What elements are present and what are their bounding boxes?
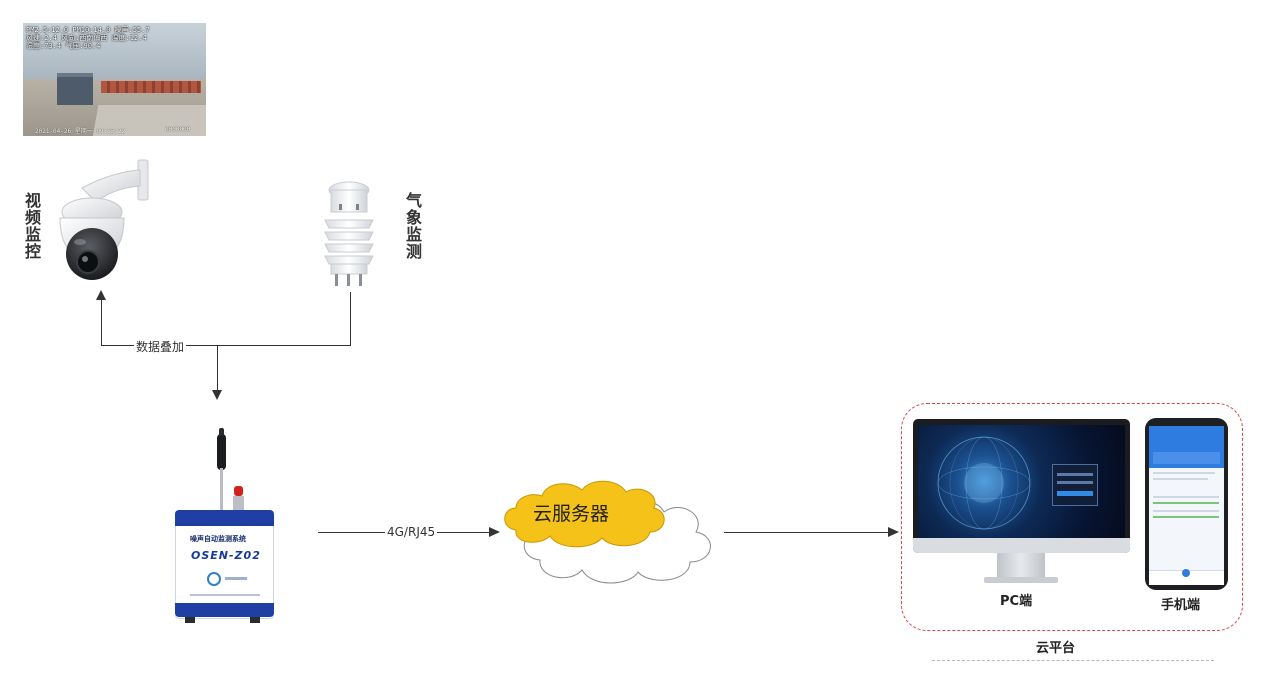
snapshot-overlay-line-3: 湿度:73.4 气压:90.4 [26, 42, 101, 50]
device-logo-text-bar [225, 577, 247, 580]
device-title: 噪声自动监测系统 [190, 535, 246, 543]
cloud-server-icon [504, 480, 711, 584]
pc-login-panel [1052, 464, 1098, 506]
pc-monitor-base [984, 577, 1058, 583]
data-overlay-label: 数据叠加 [134, 338, 187, 355]
arrow-up-to-camera [96, 290, 106, 300]
arrow-right-to-cloud [489, 527, 500, 537]
weather-monitoring-label: 气象监测 [403, 192, 422, 260]
device-logo-icon [207, 572, 221, 586]
mobile-label: 手机端 [1161, 598, 1201, 613]
connector-cloud-to-platform [724, 532, 889, 533]
arrow-right-to-platform [888, 527, 899, 537]
platform-divider [932, 660, 1214, 661]
mobile-progress-2 [1153, 516, 1219, 518]
mobile-progress-1 [1153, 502, 1219, 504]
camera-snapshot-image: PM2.5:12.0 PM10:14.0 噪声:55.7 风速:2.4 风向:西… [23, 23, 206, 136]
link-label-4g-rj45: 4G/RJ45 [385, 525, 438, 539]
ptz-camera-icon [59, 159, 149, 280]
arrow-down-to-device [212, 390, 222, 400]
connector-down-to-device [217, 345, 218, 391]
mobile-app-title-bar [1153, 452, 1220, 464]
cloud-platform-frame [901, 403, 1243, 631]
connector-weather-vertical [350, 292, 351, 346]
snapshot-road [23, 105, 206, 136]
cloud-platform-label: 云平台 [1036, 641, 1076, 656]
pc-monitor-stand [997, 553, 1045, 578]
snapshot-overlay-line-2: 风速:2.4 风向:西南偏西 温度:12.4 [26, 34, 147, 42]
snapshot-overlay-line-1: PM2.5:12.0 PM10:14.0 噪声:55.7 [26, 26, 150, 34]
login-field-username [1057, 473, 1093, 476]
snapshot-channel: 0000000 [165, 126, 191, 133]
device-top-band [175, 510, 274, 526]
device-foot-left [185, 617, 195, 623]
snapshot-timestamp: 2021-04-26 星期一 09:53:22 [35, 128, 126, 135]
connector-camera-vertical [101, 298, 102, 346]
mobile-row-2 [1153, 478, 1208, 480]
weather-station-icon [324, 181, 374, 286]
connector-horizontal [101, 345, 351, 346]
mobile-row-3 [1153, 496, 1219, 498]
mobile-tab-home-icon [1182, 569, 1190, 577]
device-caption-bar [190, 594, 260, 596]
login-button [1057, 491, 1093, 496]
snapshot-building [57, 73, 93, 105]
snapshot-sky [23, 23, 206, 79]
noise-sensor-microphone-icon [217, 428, 244, 512]
mobile-row-1 [1153, 472, 1215, 474]
cloud-server-label: 云服务器 [533, 503, 610, 525]
device-model: OSEN-Z02 [191, 549, 261, 562]
login-field-password [1057, 481, 1093, 484]
video-monitoring-label: 视频监控 [22, 192, 41, 260]
pc-label: PC端 [1000, 594, 1033, 609]
device-foot-right [250, 617, 260, 623]
snapshot-fence [101, 81, 201, 93]
globe-graphic-icon [937, 436, 1031, 530]
device-bottom-band [175, 603, 274, 617]
mobile-row-4 [1153, 510, 1219, 512]
pc-monitor-chin [913, 538, 1130, 553]
